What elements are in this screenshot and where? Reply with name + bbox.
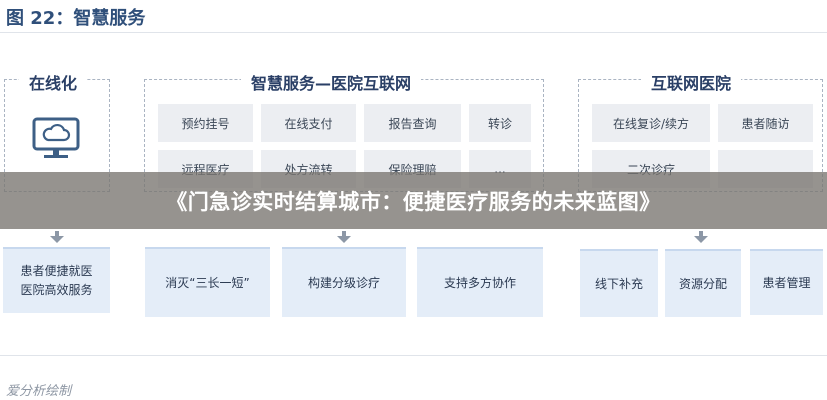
title-banner: 《门急诊实时结算城市：便捷医疗服务的未来蓝图》 bbox=[0, 172, 827, 229]
result-box: 支持多方协作 bbox=[417, 247, 543, 317]
result-box: 线下补充 bbox=[580, 249, 658, 317]
result-line: 患者便捷就医 bbox=[20, 264, 93, 278]
result-box: 消灭“三长一短” bbox=[145, 247, 270, 317]
top-divider bbox=[0, 32, 827, 33]
source-note: 爱分析绘制 bbox=[6, 384, 72, 399]
panel-online-title: 在线化 bbox=[19, 70, 88, 94]
service-cell: 报告查询 bbox=[364, 104, 461, 142]
banner-title: 《门急诊实时结算城市：便捷医疗服务的未来蓝图》 bbox=[166, 189, 661, 214]
bottom-divider bbox=[0, 355, 827, 356]
result-line: 支持多方协作 bbox=[443, 275, 516, 290]
down-arrow-icon bbox=[694, 231, 708, 243]
result-line: 构建分级诊疗 bbox=[307, 275, 380, 290]
service-cell: 预约挂号 bbox=[158, 104, 253, 142]
result-box: 资源分配 bbox=[665, 249, 741, 317]
result-box: 患者便捷就医 医院高效服务 bbox=[3, 247, 110, 313]
service-cell: 患者随访 bbox=[718, 104, 813, 142]
service-cell: 在线复诊/续方 bbox=[592, 104, 710, 142]
result-box: 患者管理 bbox=[750, 249, 823, 315]
result-line: 患者管理 bbox=[762, 275, 811, 290]
result-line: 消灭“三长一短” bbox=[165, 275, 250, 290]
result-line: 资源分配 bbox=[678, 276, 727, 291]
service-cell: 在线支付 bbox=[261, 104, 356, 142]
service-cell: 转诊 bbox=[469, 104, 531, 142]
down-arrow-icon bbox=[337, 231, 351, 243]
cloud-monitor-icon bbox=[32, 117, 80, 158]
figure-title: 图 22：智慧服务 bbox=[6, 8, 146, 29]
result-line: 线下补充 bbox=[594, 276, 643, 291]
result-line: 医院高效服务 bbox=[20, 283, 93, 297]
down-arrow-icon bbox=[50, 231, 64, 243]
panel-internet-title: 互联网医院 bbox=[641, 70, 742, 94]
panel-hospital-title: 智慧服务—医院互联网 bbox=[241, 70, 422, 94]
result-box: 构建分级诊疗 bbox=[282, 247, 406, 317]
